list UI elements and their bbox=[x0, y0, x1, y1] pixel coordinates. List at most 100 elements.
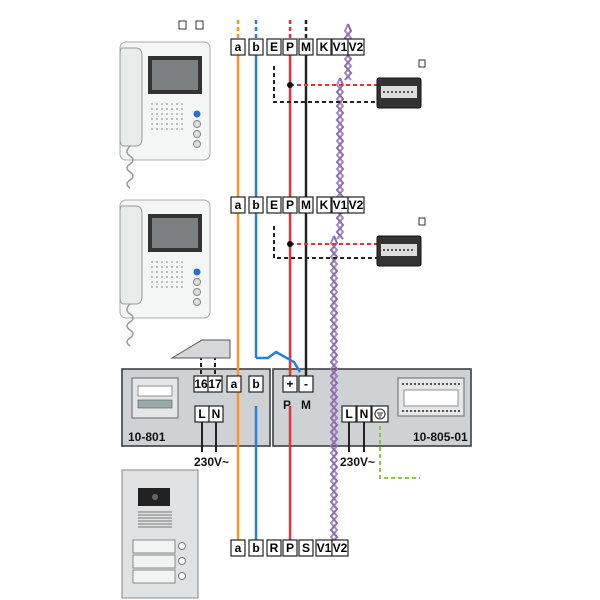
terminal-box bbox=[298, 38, 314, 56]
terminal-box bbox=[248, 38, 264, 56]
terminal-label: b bbox=[252, 40, 259, 54]
junction-dot bbox=[287, 241, 293, 247]
output-terminal-label: - bbox=[304, 377, 308, 391]
output-label-m: M bbox=[301, 398, 311, 412]
speaker-dot bbox=[181, 128, 183, 130]
speaker-dot bbox=[151, 276, 153, 278]
speaker-dot bbox=[176, 103, 178, 105]
speaker-dot bbox=[181, 113, 183, 115]
speaker-dot bbox=[176, 261, 178, 263]
terminal-label: S bbox=[302, 541, 310, 555]
handset-cord bbox=[126, 303, 134, 347]
earth-icon-lines bbox=[377, 412, 383, 418]
terminal-label: b bbox=[252, 541, 259, 555]
terminal-box bbox=[230, 539, 246, 557]
video-pair-low-strand-2 bbox=[329, 235, 339, 552]
bus-terminal-label: 16 bbox=[194, 377, 208, 391]
speaker-dot bbox=[161, 118, 163, 120]
speaker-dot bbox=[156, 271, 158, 273]
speaker-dot bbox=[176, 113, 178, 115]
placeholder-box-icon bbox=[418, 59, 426, 68]
terminal-box bbox=[248, 539, 264, 557]
terminal-box bbox=[266, 539, 282, 557]
speaker-dot bbox=[161, 128, 163, 130]
handset-cord bbox=[126, 145, 134, 189]
bus-stub bbox=[200, 356, 216, 374]
terminal-box bbox=[331, 539, 349, 557]
speaker-dot bbox=[161, 286, 163, 288]
add-on-module bbox=[376, 77, 422, 109]
terminal-box bbox=[282, 539, 298, 557]
monitor-button bbox=[193, 120, 201, 128]
terminal-label: R bbox=[270, 541, 279, 555]
speaker-dot bbox=[151, 266, 153, 268]
speaker-dot bbox=[171, 113, 173, 115]
power-terminal-left-label: N bbox=[212, 407, 221, 421]
terminal-box bbox=[230, 38, 246, 56]
speaker-dot bbox=[161, 103, 163, 105]
earth-terminal-box bbox=[371, 405, 389, 423]
add-on-module bbox=[376, 235, 422, 267]
speaker-dot bbox=[151, 103, 153, 105]
power-terminal-right-label: L bbox=[345, 407, 352, 421]
mains-label-right: 230V~ bbox=[340, 455, 375, 469]
terminal-box bbox=[316, 196, 332, 214]
terminal-label: V1 bbox=[333, 40, 348, 54]
bus-terminal-label: 17 bbox=[208, 377, 222, 391]
placeholder-box-icon bbox=[418, 217, 426, 226]
speaker-dot bbox=[171, 281, 173, 283]
speaker-dot bbox=[181, 271, 183, 273]
speaker-dot bbox=[171, 123, 173, 125]
speaker-dot bbox=[156, 118, 158, 120]
speaker-dot bbox=[171, 128, 173, 130]
terminal-box bbox=[266, 196, 282, 214]
speaker-dot bbox=[171, 271, 173, 273]
terminal-label: M bbox=[301, 40, 311, 54]
terminal-label: P bbox=[286, 198, 294, 212]
terminal-label: V1 bbox=[317, 541, 332, 555]
handset bbox=[119, 47, 143, 147]
speaker-dot bbox=[161, 271, 163, 273]
terminal-label: P bbox=[286, 541, 294, 555]
power-terminal-right-box bbox=[356, 405, 372, 423]
terminal-label: K bbox=[320, 40, 329, 54]
terminal-box bbox=[266, 38, 282, 56]
speaker-dot bbox=[176, 266, 178, 268]
unit-label-right: 10-805-01 bbox=[413, 430, 468, 444]
speaker-dot bbox=[176, 286, 178, 288]
monitor-button bbox=[193, 278, 201, 286]
monitor-button bbox=[193, 288, 201, 296]
speaker-dot bbox=[181, 266, 183, 268]
placeholder-box-icon bbox=[195, 20, 204, 30]
mains-label-left: 230V~ bbox=[194, 455, 229, 469]
junction-dot bbox=[287, 82, 293, 88]
speaker-dot bbox=[161, 281, 163, 283]
terminal-label: a bbox=[235, 198, 242, 212]
terminal-label: E bbox=[270, 198, 278, 212]
door-entry-panel bbox=[121, 469, 199, 599]
speaker-dot bbox=[156, 276, 158, 278]
monitor-button bbox=[193, 130, 201, 138]
speaker-dot bbox=[156, 286, 158, 288]
speaker-dot bbox=[171, 103, 173, 105]
module-drawing-left bbox=[131, 377, 179, 419]
speaker-dot bbox=[181, 261, 183, 263]
speaker-dot bbox=[156, 123, 158, 125]
speaker-dot bbox=[161, 108, 163, 110]
terminal-box bbox=[298, 196, 314, 214]
speaker-dot bbox=[181, 108, 183, 110]
bus-terminal-box bbox=[207, 375, 223, 393]
speaker-dot bbox=[166, 123, 168, 125]
speaker-dot bbox=[151, 118, 153, 120]
speaker-dot bbox=[176, 271, 178, 273]
earth-icon bbox=[374, 408, 386, 420]
branch-m-2 bbox=[273, 226, 378, 259]
placeholder-box-icon bbox=[178, 20, 187, 30]
speaker-dot bbox=[176, 276, 178, 278]
speaker-dot bbox=[156, 103, 158, 105]
speaker-dot bbox=[181, 123, 183, 125]
monitor-display bbox=[152, 218, 198, 248]
